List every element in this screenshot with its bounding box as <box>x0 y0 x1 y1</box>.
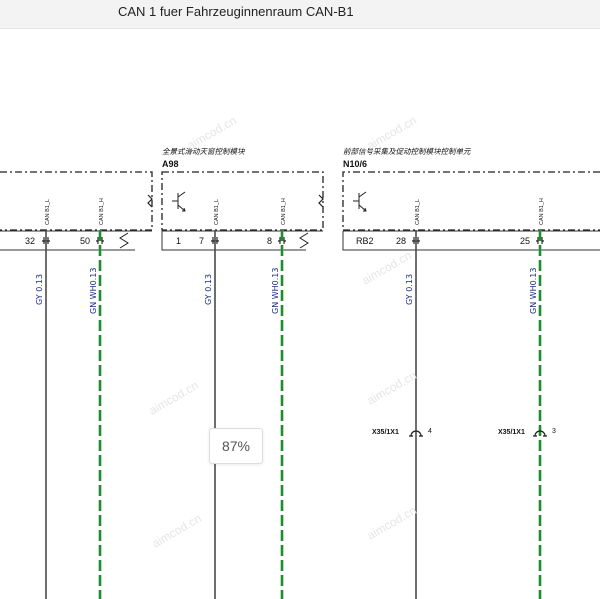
connector-pin: 4 <box>428 428 432 435</box>
pin-number: 8 <box>267 236 272 246</box>
wire-label: GY 0.13 <box>204 274 213 305</box>
box-break-mark-icon <box>147 194 324 208</box>
module-n10-6-description: 前部信号采集及促动控制模块控制单元 <box>343 147 471 156</box>
pin-number: RB2 <box>356 236 374 246</box>
wire-label: GN WH0.13 <box>89 268 98 314</box>
transistor-symbol-icon <box>172 191 186 212</box>
wire-label: GN WH0.13 <box>529 268 538 314</box>
pin-number: 50 <box>80 236 90 246</box>
inline-connector-icon[interactable] <box>409 430 423 437</box>
inline-connector-icon[interactable] <box>533 430 547 437</box>
pin-signal-label: CAN B1_L <box>214 199 220 225</box>
pin-number: 7 <box>199 236 204 246</box>
pin-signal-label: CAN B1_H <box>99 198 105 225</box>
connector-strip <box>0 230 600 251</box>
pin-signal-labels: CAN B1_L CAN B1_H CAN B1_L CAN B1_H CAN … <box>45 198 545 225</box>
zoom-level-indicator: 87% <box>209 428 263 464</box>
wire-label: GY 0.13 <box>35 274 44 305</box>
transistor-symbol-icon <box>353 191 367 212</box>
connector-pin: 3 <box>552 428 556 435</box>
module-a98-box[interactable] <box>161 171 324 231</box>
pin-contact-marks <box>42 237 544 244</box>
connector-name: X35/1X1 <box>498 429 525 436</box>
wire-label: GY 0.13 <box>405 274 414 305</box>
pin-number: 28 <box>396 236 406 246</box>
pin-signal-label: CAN B1_L <box>415 199 421 225</box>
document-title: CAN 1 fuer Fahrzeuginnenraum CAN-B1 <box>118 4 354 19</box>
connector-name: X35/1X1 <box>372 429 399 436</box>
pin-number: 25 <box>520 236 530 246</box>
pin-signal-label: CAN B1_H <box>539 198 545 225</box>
shield-mark-icon <box>119 232 309 249</box>
module-n10-6-box[interactable] <box>342 171 600 231</box>
watermark-text: aimcod.cn <box>365 368 419 407</box>
module-n10-6-id: N10/6 <box>343 159 367 169</box>
document-header: CAN 1 fuer Fahrzeuginnenraum CAN-B1 <box>0 0 600 29</box>
pin-signal-label: CAN B1_H <box>281 198 287 225</box>
module-left-box[interactable] <box>0 171 153 231</box>
module-a98-description: 全景式滑动天窗控制模块 <box>162 147 245 156</box>
watermark-text: aimcod.cn <box>365 503 419 542</box>
module-a98-id: A98 <box>162 159 179 169</box>
pin-number: 32 <box>25 236 35 246</box>
pin-number: 1 <box>176 236 181 246</box>
watermark-text: aimcod.cn <box>150 511 204 550</box>
wire-label: GN WH0.13 <box>271 268 280 314</box>
watermark-text: aimcod.cn <box>147 378 201 417</box>
pin-signal-label: CAN B1_L <box>45 199 51 225</box>
